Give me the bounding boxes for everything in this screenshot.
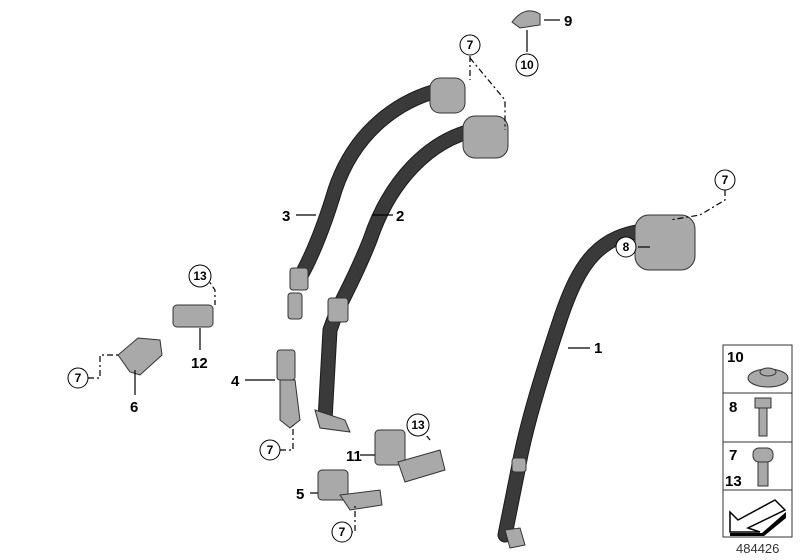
callout-9: 9 xyxy=(564,13,572,30)
direction-arrow-icon xyxy=(729,499,787,536)
guide-6 xyxy=(117,337,163,376)
callout-text: 10 xyxy=(520,58,534,72)
nut-icon xyxy=(747,367,789,388)
seat-belt-2 xyxy=(314,115,509,433)
callout-text: 7 xyxy=(267,443,274,457)
legend-label-8: 8 xyxy=(729,399,737,416)
callout-text: 8 xyxy=(623,240,630,254)
callout-text: 13 xyxy=(411,418,425,432)
buckle-12 xyxy=(172,304,214,328)
callout-text: 13 xyxy=(193,269,207,283)
buckle-5 xyxy=(317,469,383,511)
legend-label-7: 7 xyxy=(729,447,737,464)
circled-callout-7: 7 xyxy=(459,34,481,56)
legend-label-13: 13 xyxy=(725,473,742,490)
callout-12: 12 xyxy=(191,355,208,372)
circled-callout-7: 7 xyxy=(67,367,89,389)
callout-11: 11 xyxy=(346,448,362,465)
buckle-11 xyxy=(374,429,446,483)
fastener-legend: 10 8 7 13 xyxy=(722,344,793,538)
callout-text: 7 xyxy=(467,38,474,52)
callout-text: 7 xyxy=(75,371,82,385)
circled-callout-13: 13 xyxy=(406,413,430,437)
callout-4: 4 xyxy=(231,373,240,390)
hex-bolt-icon xyxy=(754,397,772,437)
circled-callout-7: 7 xyxy=(714,169,736,191)
callout-text: 7 xyxy=(722,173,729,187)
buckle-4 xyxy=(276,349,301,429)
legend-label-10: 10 xyxy=(727,349,744,366)
circled-callout-8: 8 xyxy=(615,236,637,258)
callout-5: 5 xyxy=(296,486,304,503)
callout-3: 3 xyxy=(282,208,290,225)
seat-belt-1 xyxy=(497,214,696,549)
cover-cap-9 xyxy=(511,10,541,29)
diagram-number: 484426 xyxy=(736,541,779,556)
circled-callout-13: 13 xyxy=(188,264,212,288)
torx-screw-icon xyxy=(752,447,774,487)
callout-6: 6 xyxy=(130,399,138,416)
callout-text: 7 xyxy=(339,525,346,539)
callout-2: 2 xyxy=(396,208,404,225)
seat-belt-3 xyxy=(287,77,466,320)
circled-callout-7: 7 xyxy=(259,439,281,461)
circled-callout-10: 10 xyxy=(515,53,539,77)
circled-callout-7: 7 xyxy=(331,521,353,543)
callout-1: 1 xyxy=(594,340,602,357)
